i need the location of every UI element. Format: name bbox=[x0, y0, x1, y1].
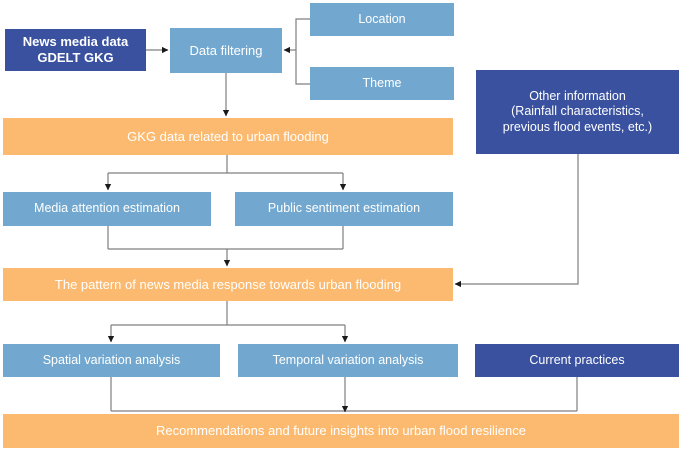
node-media-attention-estimation[interactable]: Media attention estimation bbox=[3, 192, 211, 226]
edge-theme-to-bus bbox=[295, 50, 310, 85]
node-temporal-variation-analysis[interactable]: Temporal variation analysis bbox=[238, 344, 458, 377]
node-gkg-data-urban-flooding[interactable]: GKG data related to urban flooding bbox=[3, 118, 453, 155]
node-public-sentiment-estimation[interactable]: Public sentiment estimation bbox=[235, 192, 453, 226]
node-location[interactable]: Location bbox=[310, 3, 454, 36]
node-news-media-response-pattern[interactable]: The pattern of news media response towar… bbox=[3, 268, 453, 301]
node-recommendations[interactable]: Recommendations and future insights into… bbox=[3, 414, 679, 448]
node-current-practices[interactable]: Current practices bbox=[475, 344, 679, 377]
edge-other-info-to-pattern bbox=[454, 154, 579, 288]
node-news-media-data[interactable]: News media data GDELT GKG bbox=[5, 29, 146, 71]
node-spatial-variation-analysis[interactable]: Spatial variation analysis bbox=[3, 344, 220, 377]
edge-location-to-bus bbox=[295, 18, 310, 50]
node-theme[interactable]: Theme bbox=[310, 67, 454, 100]
node-other-information[interactable]: Other information (Rainfall characterist… bbox=[476, 70, 679, 154]
node-data-filtering[interactable]: Data filtering bbox=[170, 28, 282, 73]
